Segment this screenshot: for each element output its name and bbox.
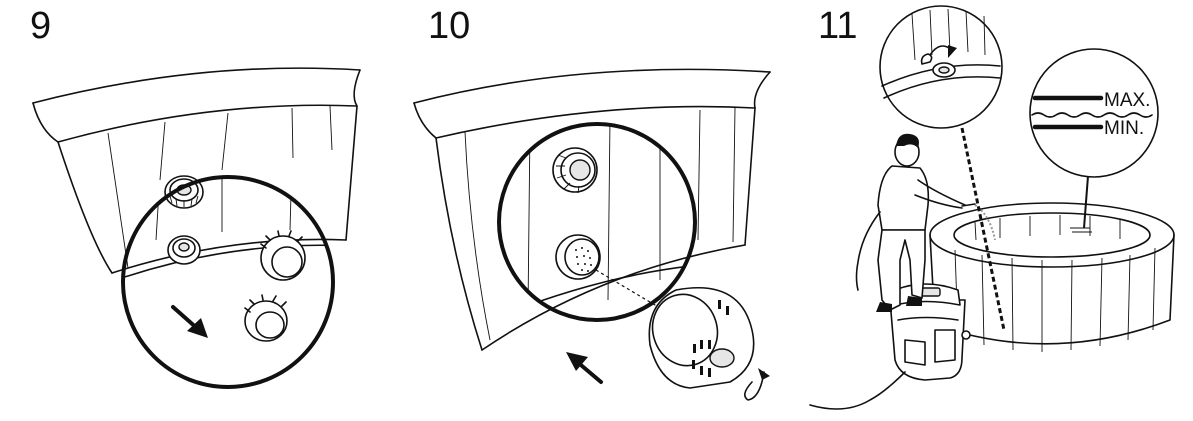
step-11-number: 11 [818,5,857,47]
step-10-filter-cartridge [648,286,755,389]
step-9-arrow-icon [171,305,208,338]
step-10-spa-wall [413,68,771,351]
water-level-callout: MAX. MIN. [1029,48,1159,178]
person-filling [876,133,976,312]
garden-hose [855,211,881,291]
drain-callout [879,5,1003,129]
step-9-cap-upper [260,230,306,281]
step-9-spa-wall [32,67,361,274]
step-9-cap-lower [244,294,288,342]
pump-unit [889,283,971,381]
callout-pointer-drain [960,127,1006,331]
step-10-strainer-lower [555,234,601,280]
step-10-guide-line [595,269,661,309]
step-10-number: 10 [428,5,470,47]
spa-tub [929,202,1175,352]
step-10-arrow-icon [566,352,603,384]
rotate-arrow-icon [929,45,957,58]
rotate-arrow-icon [744,368,770,401]
step-9-detail-circle [121,175,335,389]
step-11-panel: 11 [809,5,1175,410]
step-10-detail-circle [497,122,697,322]
step-10-panel: 10 [413,5,771,401]
step-9-panel: 9 [30,5,361,389]
step-9-number: 9 [30,5,51,47]
min-level-label: MIN. [1104,118,1144,139]
step-10-strainer-upper [552,147,598,194]
power-cord [809,371,906,410]
callout-pointer-level [1083,175,1089,229]
max-level-label: MAX. [1104,90,1150,111]
step-9-strainer-lower [167,235,201,265]
water-stream [974,204,996,241]
